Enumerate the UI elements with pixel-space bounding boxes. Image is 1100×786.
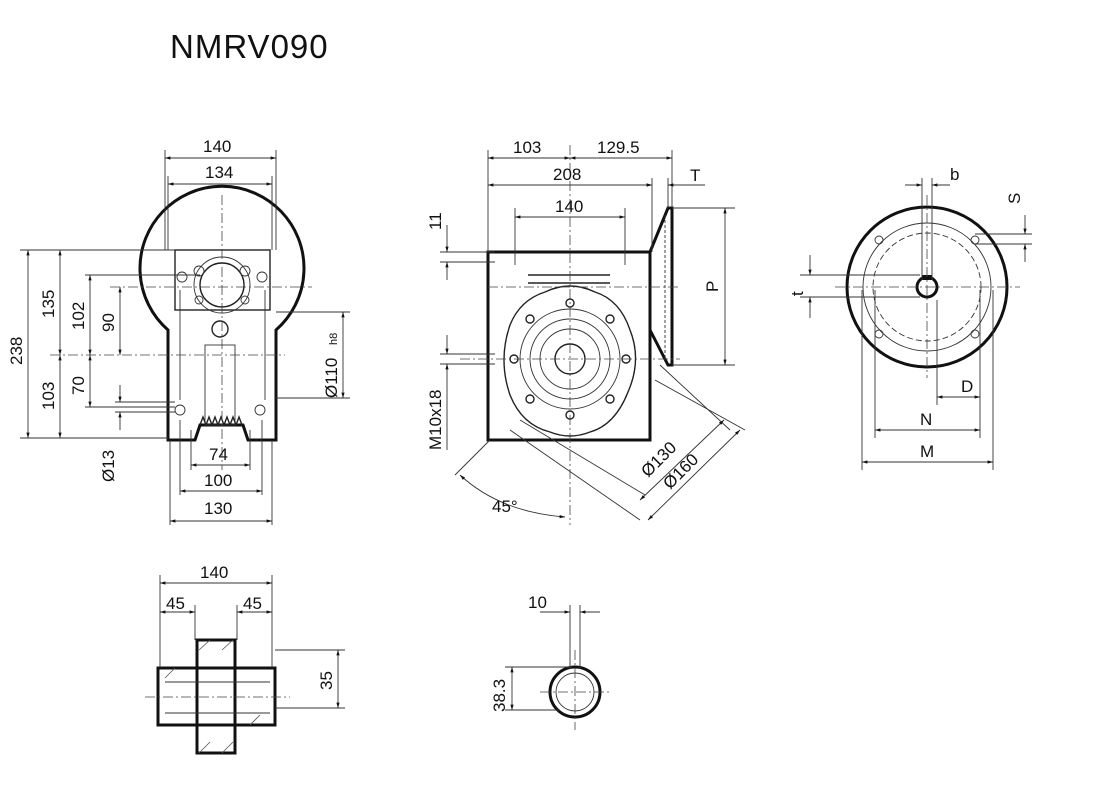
shaft-view: 140 45 45 35: [145, 563, 345, 755]
dim-shaft-35: 35: [317, 671, 336, 690]
dim-T: T: [690, 166, 700, 185]
dim-height-90: 90: [99, 313, 118, 332]
dim-N: N: [920, 410, 932, 429]
dim-tolerance-h8: h8: [328, 333, 340, 345]
dim-74: 74: [209, 445, 228, 464]
dim-angle-45: 45°: [492, 497, 518, 516]
dim-thread-M10x18: M10x18: [426, 390, 445, 450]
dim-height-238: 238: [7, 337, 26, 365]
dim-M: M: [920, 442, 934, 461]
dim-shaft-140: 140: [200, 563, 228, 582]
dim-t: t: [788, 291, 807, 296]
dim-208: 208: [553, 165, 581, 184]
dim-140: 140: [555, 197, 583, 216]
dim-key-10: 10: [528, 593, 547, 612]
dim-height-103: 103: [39, 382, 58, 410]
dim-130: 130: [204, 499, 232, 518]
dim-width-134: 134: [205, 163, 233, 182]
dim-P: P: [703, 281, 722, 292]
front-view: 103 129.5 208 T 140 P 11 M10x18 Ø130 Ø16…: [426, 138, 746, 525]
dim-height-70: 70: [69, 376, 88, 395]
drawing-title: NMRV090: [170, 28, 329, 65]
dim-bore-38-3: 38.3: [490, 679, 509, 712]
dim-103: 103: [513, 138, 541, 157]
dim-b: b: [950, 165, 959, 184]
flange-view: b S t D N M: [788, 165, 1032, 470]
dim-129-5: 129.5: [597, 138, 640, 157]
dim-height-135: 135: [39, 290, 58, 318]
dim-hole-13: Ø13: [99, 450, 118, 482]
dim-width-140: 140: [203, 137, 231, 156]
dim-D: D: [961, 377, 973, 396]
dim-shaft-45-left: 45: [166, 594, 185, 613]
side-view: 140 134 238 135 103 102 70 90 Ø13 Ø110 h…: [7, 137, 350, 525]
dim-11: 11: [426, 212, 445, 230]
dim-shaft-45-right: 45: [243, 594, 262, 613]
dim-100: 100: [204, 471, 232, 490]
dim-height-102: 102: [69, 302, 88, 330]
dim-diameter-110: Ø110: [322, 358, 341, 398]
dim-S: S: [1005, 193, 1024, 204]
bore-view: 10 38.3: [490, 593, 612, 730]
